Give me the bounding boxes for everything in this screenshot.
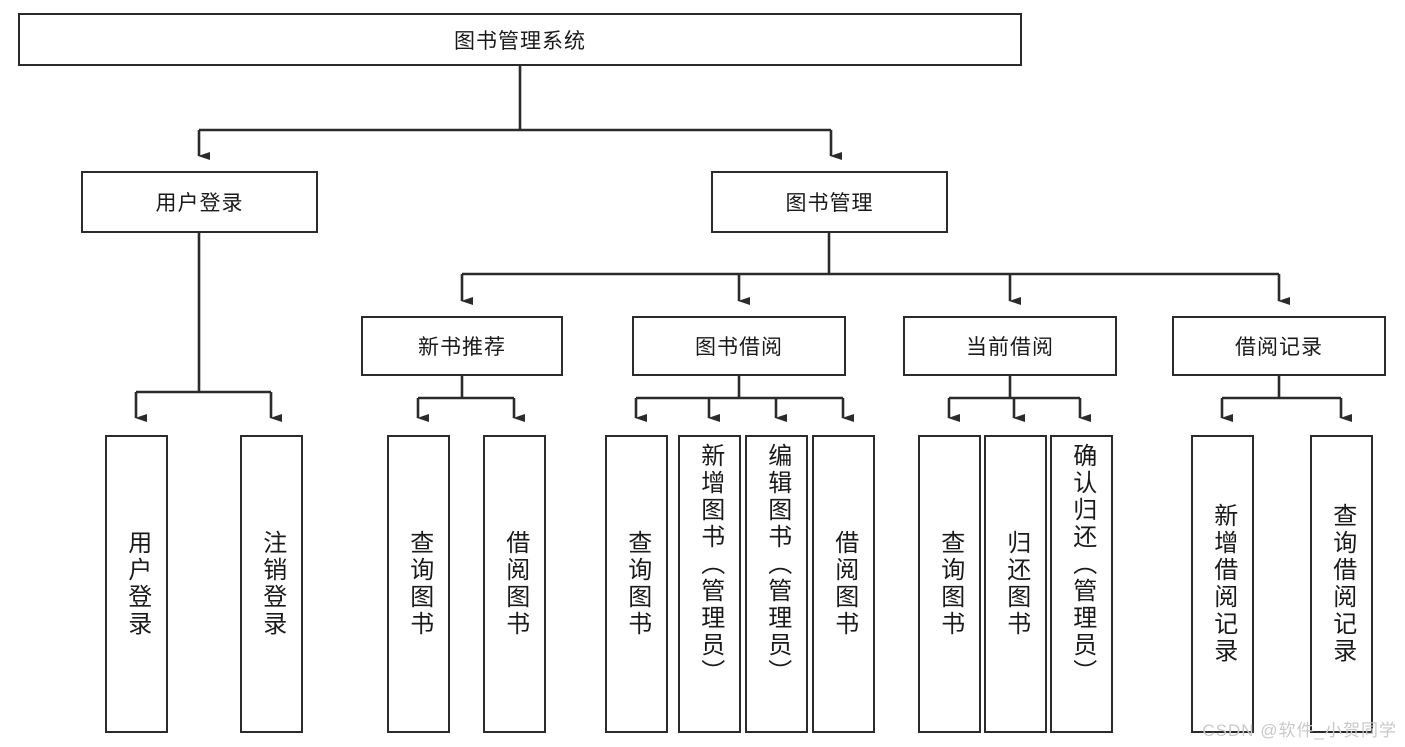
- leaf-current-borrow-confirm-return-admin[interactable]: 确认归还（管理员）: [1050, 435, 1113, 733]
- leaf-label: 归还图书: [1002, 530, 1030, 638]
- leaf-label: 查询借阅记录: [1328, 503, 1356, 665]
- node-label: 借阅记录: [1235, 336, 1323, 359]
- node-label: 新书推荐: [418, 336, 506, 359]
- node-label: 用户登录: [155, 192, 244, 215]
- node-label: 图书管理: [785, 192, 874, 215]
- leaf-book-borrow-add-book-admin[interactable]: 新增图书（管理员）: [678, 435, 741, 733]
- leaf-label: 编辑图书（管理员）: [763, 443, 791, 686]
- leaf-label: 借阅图书: [830, 530, 858, 638]
- watermark-text: CSDN @软件_小贺同学: [1202, 721, 1397, 740]
- node-current-borrow[interactable]: 当前借阅: [903, 316, 1117, 376]
- node-book-management[interactable]: 图书管理: [711, 171, 948, 233]
- node-root-book-management-system[interactable]: 图书管理系统: [18, 13, 1022, 66]
- node-label: 图书借阅: [695, 336, 783, 359]
- node-new-book-recommend[interactable]: 新书推荐: [361, 316, 563, 376]
- leaf-label: 新增图书（管理员）: [696, 443, 724, 686]
- leaf-label: 借阅图书: [501, 530, 529, 638]
- leaf-label: 注销登录: [258, 530, 286, 638]
- node-user-login[interactable]: 用户登录: [81, 171, 318, 233]
- leaf-borrow-records-add-record[interactable]: 新增借阅记录: [1191, 435, 1254, 733]
- leaf-new-book-query-book[interactable]: 查询图书: [387, 435, 450, 733]
- leaf-label: 查询图书: [623, 530, 651, 638]
- node-label: 当前借阅: [966, 336, 1054, 359]
- leaf-label: 查询图书: [936, 530, 964, 638]
- leaf-label: 新增借阅记录: [1209, 503, 1237, 665]
- leaf-book-borrow-edit-book-admin[interactable]: 编辑图书（管理员）: [745, 435, 808, 733]
- node-borrow-records[interactable]: 借阅记录: [1172, 316, 1386, 376]
- leaf-new-book-borrow-book[interactable]: 借阅图书: [483, 435, 546, 733]
- leaf-current-borrow-query-book[interactable]: 查询图书: [918, 435, 981, 733]
- leaf-borrow-records-query-record[interactable]: 查询借阅记录: [1310, 435, 1373, 733]
- leaf-label: 查询图书: [405, 530, 433, 638]
- leaf-current-borrow-return-book[interactable]: 归还图书: [984, 435, 1047, 733]
- leaf-user-login-login[interactable]: 用户登录: [105, 435, 168, 733]
- leaf-book-borrow-borrow-book[interactable]: 借阅图书: [812, 435, 875, 733]
- leaf-label: 用户登录: [123, 530, 151, 638]
- node-book-borrow[interactable]: 图书借阅: [632, 316, 846, 376]
- leaf-book-borrow-query-book[interactable]: 查询图书: [605, 435, 668, 733]
- node-label: 图书管理系统: [454, 29, 586, 53]
- leaf-user-login-logout[interactable]: 注销登录: [240, 435, 303, 733]
- leaf-label: 确认归还（管理员）: [1068, 443, 1096, 686]
